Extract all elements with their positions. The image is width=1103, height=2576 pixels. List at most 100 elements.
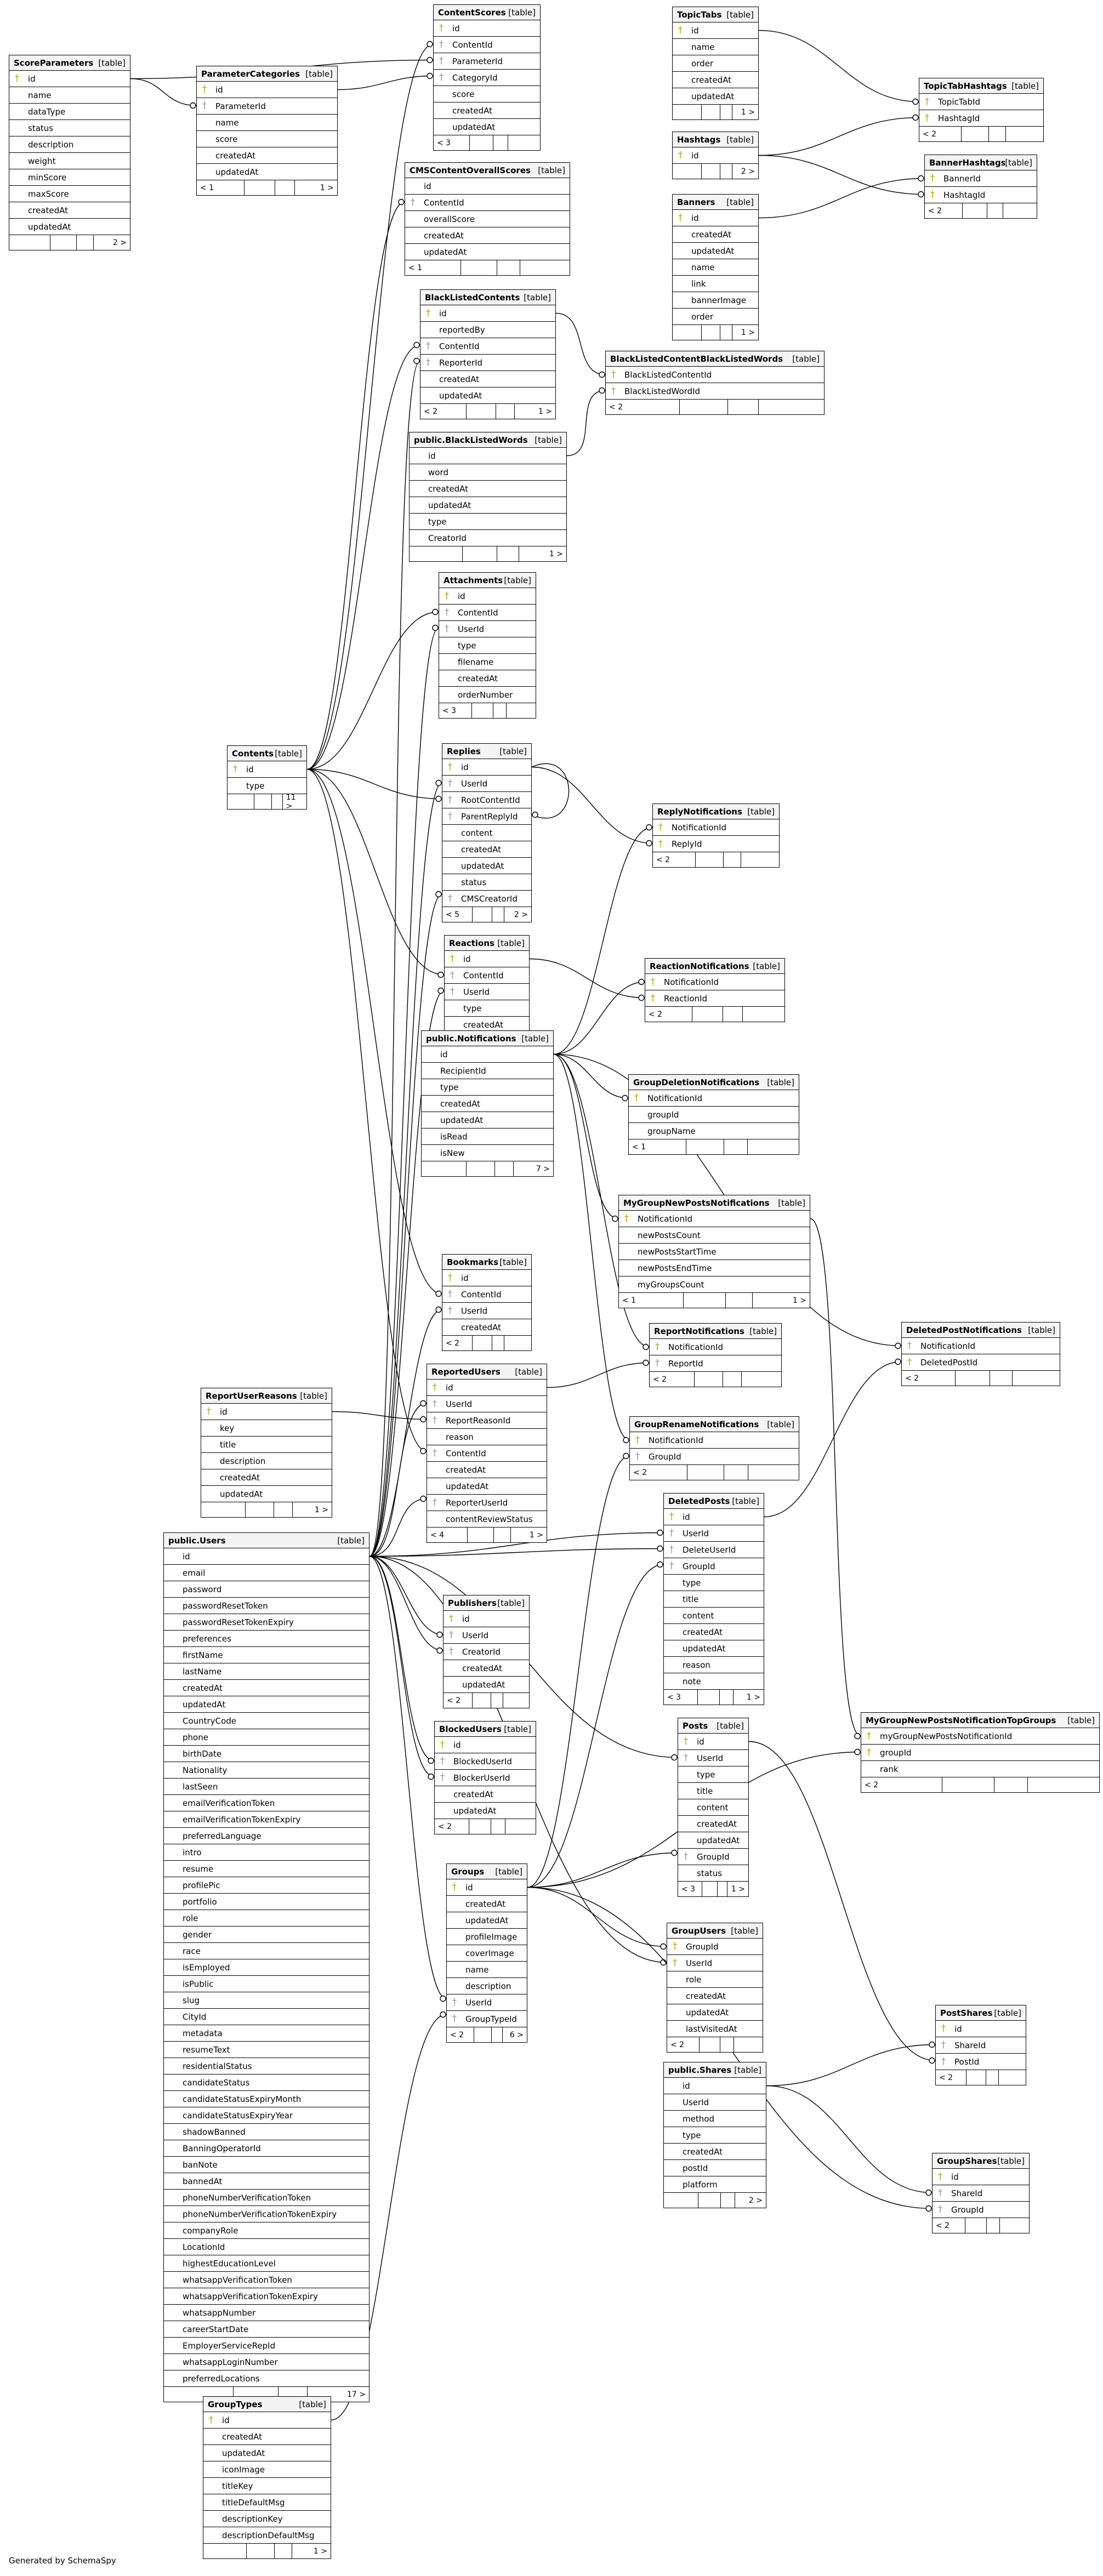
table-reportnotifications[interactable]: ReportNotifications[table]†NotificationI… [649, 1323, 782, 1387]
table-header[interactable]: public.Users[table] [164, 1533, 369, 1548]
table-column-row[interactable]: createdAt [444, 1660, 529, 1677]
table-column-row[interactable]: order [673, 55, 758, 72]
table-column-row[interactable]: †GroupId [678, 1849, 748, 1865]
table-name[interactable]: Hashtags [677, 134, 721, 145]
table-column-row[interactable]: updatedAt [164, 1696, 369, 1713]
table-reportedusers[interactable]: ReportedUsers[table]†id†UserId†ReportRea… [427, 1364, 547, 1543]
table-column-row[interactable]: description [9, 136, 130, 153]
table-name[interactable]: DeletedPostNotifications [906, 1325, 1022, 1335]
table-column-row[interactable]: †ReporterUserId [427, 1495, 547, 1511]
parent-count-link[interactable]: < 2 [420, 404, 467, 419]
table-name[interactable]: Publishers [448, 1598, 497, 1608]
table-header[interactable]: GroupRenameNotifications[table] [630, 1417, 799, 1432]
table-cmscontentoverallscores[interactable]: CMSContentOverallScores[table]id†Content… [405, 162, 570, 276]
table-column-row[interactable]: updatedAt [667, 2004, 763, 2021]
table-column-row[interactable]: †ContentId [445, 967, 529, 984]
table-name[interactable]: ReportNotifications [654, 1326, 744, 1336]
table-column-row[interactable]: candidateStatus [164, 2075, 369, 2091]
child-count-link[interactable]: 1 > [529, 1530, 543, 1540]
table-column-row[interactable]: †DeleteUserId [664, 1542, 764, 1558]
table-column-row[interactable]: name [673, 39, 758, 55]
table-column-row[interactable]: updatedAt [673, 243, 758, 259]
table-column-row[interactable]: filename [439, 654, 536, 670]
table-name[interactable]: ReportedUsers [431, 1366, 501, 1377]
table-column-row[interactable]: createdAt [405, 227, 570, 244]
table-column-row[interactable]: companyRole [164, 2222, 369, 2239]
table-header[interactable]: BannerHashtags[table] [925, 155, 1037, 170]
table-header[interactable]: BlackListedContentBlackListedWords[table… [606, 351, 824, 367]
table-header[interactable]: GroupShares[table] [933, 2153, 1029, 2169]
table-column-row[interactable]: createdAt [678, 1816, 748, 1832]
table-column-row[interactable]: iconImage [203, 2461, 331, 2478]
table-column-row[interactable]: postId [664, 2160, 766, 2176]
table-column-row[interactable]: †id [933, 2169, 1029, 2185]
table-column-row[interactable]: lastSeen [164, 1779, 369, 1795]
table-column-row[interactable]: titleDefaultMsg [203, 2494, 331, 2511]
table-header[interactable]: Replies[table] [442, 744, 531, 759]
parent-count-link[interactable]: < 2 [902, 1371, 956, 1386]
table-header[interactable]: public.Notifications[table] [422, 1031, 553, 1046]
table-column-row[interactable]: †id [435, 1737, 536, 1753]
table-header[interactable]: ReactionNotifications[table] [645, 959, 784, 974]
table-name[interactable]: ScoreParameters [14, 58, 94, 68]
parent-count-link[interactable]: < 2 [645, 1007, 693, 1022]
table-name[interactable]: MyGroupNewPostsNotificationTopGroups [866, 1715, 1056, 1725]
table-column-row[interactable]: updatedAt [435, 1803, 536, 1819]
table-column-row[interactable]: type [439, 637, 536, 654]
table-header[interactable]: Groups[table] [447, 1864, 527, 1879]
parent-count-link[interactable]: < 3 [664, 1690, 698, 1705]
child-count-link[interactable]: 2 > [112, 238, 127, 247]
table-column-row[interactable]: name [197, 115, 337, 131]
child-count-link[interactable] [748, 1139, 799, 1154]
table-name[interactable]: CMSContentOverallScores [410, 165, 531, 175]
table-column-row[interactable]: †id [673, 22, 758, 39]
table-column-row[interactable]: †GroupId [667, 1939, 763, 1955]
table-column-row[interactable]: †PostId [936, 2054, 1026, 2070]
parent-count-link[interactable] [664, 2193, 699, 2208]
table-column-row[interactable]: createdAt [410, 481, 566, 497]
child-count-link[interactable] [1003, 203, 1037, 218]
table-column-row[interactable]: preferredLocations [164, 2370, 369, 2387]
table-column-row[interactable]: †myGroupNewPostsNotificationId [861, 1728, 1099, 1745]
child-count-link[interactable] [734, 2037, 763, 2052]
table-column-row[interactable]: †UserId [439, 621, 536, 637]
parent-count-link[interactable]: < 2 [447, 2027, 474, 2042]
table-column-row[interactable]: myGroupsCount [619, 1276, 810, 1293]
table-column-row[interactable]: †GroupId [933, 2202, 1029, 2218]
child-count-link[interactable]: 1 > [320, 183, 334, 192]
table-column-row[interactable]: †id [673, 147, 758, 164]
table-column-row[interactable]: createdAt [442, 841, 531, 858]
table-column-row[interactable]: †CreatorId [444, 1644, 529, 1660]
table-header[interactable]: MyGroupNewPostsNotificationTopGroups[tab… [861, 1713, 1099, 1728]
table-column-row[interactable]: whatsappLoginNumber [164, 2354, 369, 2370]
parent-count-link[interactable]: < 4 [427, 1528, 468, 1542]
table-column-row[interactable]: CountryCode [164, 1713, 369, 1729]
parent-count-link[interactable]: < 2 [861, 1777, 942, 1792]
table-header[interactable]: PostShares[table] [936, 2005, 1026, 2021]
table-name[interactable]: Groups [451, 1866, 485, 1877]
table-column-row[interactable]: name [673, 259, 758, 276]
table-header[interactable]: TopicTabHashtags[table] [919, 78, 1043, 94]
table-column-row[interactable]: type [422, 1079, 553, 1096]
table-header[interactable]: Publishers[table] [444, 1595, 529, 1611]
table-column-row[interactable]: createdAt [442, 1319, 531, 1336]
table-column-row[interactable]: †id [420, 305, 555, 322]
table-column-row[interactable]: status [678, 1865, 748, 1882]
table-column-row[interactable]: †UserId [445, 984, 529, 1000]
table-header[interactable]: TopicTabs[table] [673, 7, 758, 22]
table-column-row[interactable]: createdAt [197, 147, 337, 164]
table-column-row[interactable]: preferences [164, 1631, 369, 1647]
table-column-row[interactable]: †id [442, 759, 531, 776]
table-mygroupnewpostsnotifications[interactable]: MyGroupNewPostsNotifications[table]†Noti… [618, 1195, 810, 1308]
table-name[interactable]: Posts [683, 1720, 708, 1731]
table-column-row[interactable]: †UserId [442, 776, 531, 792]
table-column-row[interactable]: †ParameterId [197, 98, 337, 115]
table-column-row[interactable]: gender [164, 1927, 369, 1943]
child-count-link[interactable] [999, 2070, 1026, 2085]
table-parametercategories[interactable]: ParameterCategories[table]†id†ParameterI… [196, 66, 338, 196]
table-column-row[interactable]: updatedAt [444, 1677, 529, 1693]
child-count-link[interactable] [503, 1693, 529, 1708]
table-name[interactable]: PostShares [940, 2008, 993, 2018]
